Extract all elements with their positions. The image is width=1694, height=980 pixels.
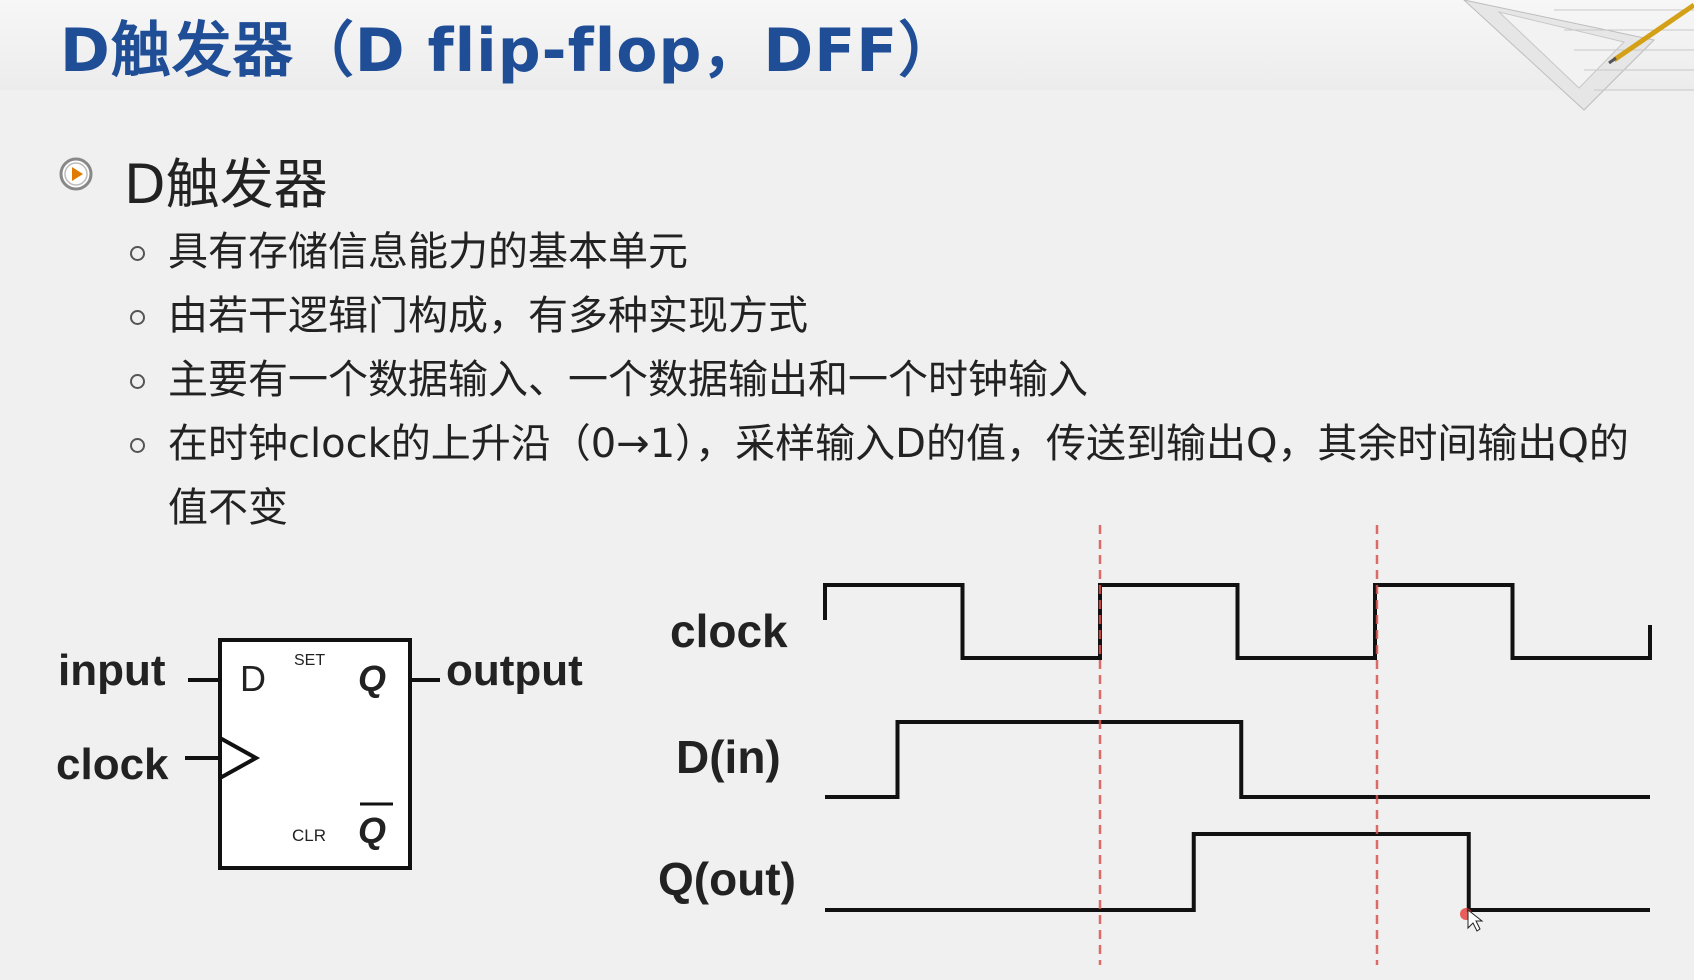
bullet-item: 主要有一个数据输入、一个数据输出和一个时钟输入 (128, 348, 1668, 412)
pencil-icon (1612, 2, 1694, 63)
waveform-0 (823, 583, 1652, 660)
timing-clock-label: clock (670, 605, 788, 657)
input-label: input (58, 646, 166, 695)
title-bar (0, 0, 1694, 90)
clock-triangle-icon (219, 736, 261, 780)
output-label: output (446, 646, 583, 695)
play-bullet-icon (59, 157, 93, 191)
pin-d-label: D (240, 658, 266, 699)
pin-qbar-label: Q (358, 810, 387, 851)
mouse-cursor-icon (1460, 908, 1484, 932)
drafting-tools-decoration (1463, 0, 1694, 111)
timing-d-label: D(in) (676, 731, 781, 783)
pin-clr-label: CLR (292, 826, 327, 845)
bullet-list: 具有存储信息能力的基本单元 由若干逻辑门构成，有多种实现方式 主要有一个数据输入… (128, 220, 1668, 540)
pin-q-label: Q (358, 658, 387, 699)
waveform-1 (825, 720, 1650, 799)
clock-label: clock (56, 740, 169, 789)
bullet-item: 在时钟clock的上升沿（0→1），采样输入D的值，传送到输出Q，其余时间输出Q… (128, 412, 1668, 540)
waveform-2 (825, 832, 1650, 912)
bullet-item: 具有存储信息能力的基本单元 (128, 220, 1668, 284)
pin-set-label: SET (294, 652, 326, 669)
section-heading-text: D触发器 (124, 153, 328, 216)
bullet-item: 由若干逻辑门构成，有多种实现方式 (128, 284, 1668, 348)
timing-q-label: Q(out) (658, 853, 796, 905)
slide-title: D触发器（D flip-flop，DFF） (60, 16, 960, 86)
